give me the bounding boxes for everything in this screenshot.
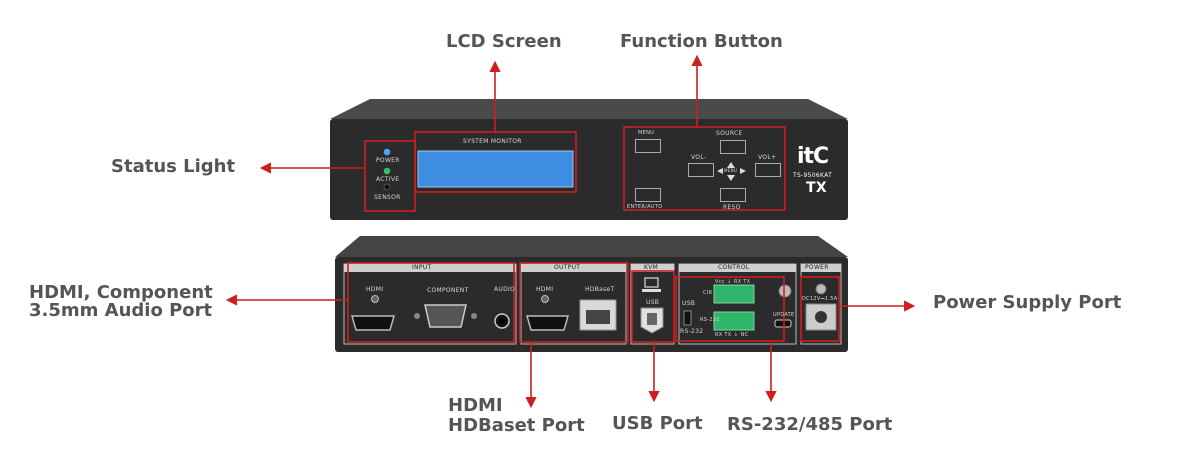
hdbaset-label: HDBaseT bbox=[585, 286, 615, 293]
control-header bbox=[679, 264, 796, 272]
input-section-label: INPUT bbox=[412, 264, 432, 271]
system-monitor-label: SYSTEM MONITOR bbox=[463, 138, 522, 145]
hdmi-input-label: HDMI bbox=[366, 286, 384, 293]
vol-plus-button bbox=[755, 163, 781, 177]
arrow-left-icon bbox=[717, 168, 723, 174]
hdmi-hdbaset-callout: HDMI HDBaset Port bbox=[448, 396, 585, 436]
input-port-highlight bbox=[347, 262, 515, 343]
enter-auto-label: ENTER/AUTO bbox=[627, 204, 663, 210]
control-section-label: CONTROL bbox=[718, 264, 750, 271]
reso-button-label: RESO bbox=[723, 204, 741, 211]
power-led bbox=[383, 148, 391, 156]
rs485-label: RS-232 bbox=[700, 317, 720, 323]
mode-switch bbox=[683, 310, 692, 326]
kvm-monitor-icon bbox=[644, 277, 659, 288]
power-ground-screw bbox=[815, 283, 827, 295]
kvm-usb-label: USB bbox=[646, 299, 660, 306]
hdmi-hdbaset-callout-line1: HDMI bbox=[448, 395, 503, 416]
reso-button bbox=[720, 188, 746, 202]
audio-jack-hole bbox=[499, 318, 505, 324]
dc-power-jack-hole bbox=[815, 311, 827, 323]
terminal-top-label: Vcc ⏚ RX TX bbox=[715, 279, 751, 285]
front-unit-face bbox=[330, 119, 848, 220]
enter-auto-button bbox=[635, 188, 661, 202]
brand-logo: itC bbox=[797, 144, 829, 169]
usb-b-port-socket bbox=[647, 313, 657, 325]
rear-unit-top bbox=[335, 236, 848, 257]
rs232-port-callout: RS-232/485 Port bbox=[727, 414, 893, 435]
audio-label: AUDIO bbox=[494, 286, 516, 293]
front-unit-top bbox=[330, 99, 848, 119]
status-light-callout: Status Light bbox=[111, 156, 236, 177]
rs232-terminal-block bbox=[713, 311, 755, 331]
front-unit bbox=[330, 99, 848, 220]
vol-plus-label: VOL+ bbox=[758, 154, 777, 161]
hdmi-component-callout: HDMI, Component 3.5mm Audio Port bbox=[29, 284, 213, 320]
input-header bbox=[344, 264, 516, 272]
usb-port-callout: USB Port bbox=[612, 413, 703, 434]
source-button-label: SOURCE bbox=[716, 130, 743, 137]
hdmi-input-port bbox=[351, 315, 395, 331]
hdmi-component-callout-line2: 3.5mm Audio Port bbox=[29, 300, 213, 321]
output-header bbox=[521, 264, 626, 272]
tx-label: TX bbox=[806, 180, 827, 196]
ir-label: CIR bbox=[703, 290, 713, 296]
active-led bbox=[383, 167, 391, 175]
update-label: UPDATE bbox=[773, 312, 795, 318]
power-highlight bbox=[800, 276, 840, 342]
hdmi-output-port bbox=[526, 315, 569, 331]
hdmi-output-label: HDMI bbox=[536, 286, 554, 293]
component-screw-left bbox=[414, 313, 420, 319]
arrow-up-icon bbox=[727, 162, 735, 168]
ir-terminal-block bbox=[713, 284, 755, 304]
kvm-header bbox=[631, 264, 674, 272]
ground-screw bbox=[778, 284, 792, 298]
vol-minus-button bbox=[688, 163, 714, 177]
ir-sensor bbox=[383, 183, 391, 191]
function-button-callout: Function Button bbox=[620, 31, 783, 52]
switch-rs232-label: RS-232 bbox=[680, 328, 704, 335]
vol-minus-label: VOL- bbox=[691, 154, 707, 161]
source-button bbox=[720, 140, 746, 154]
arrow-right-icon bbox=[740, 168, 746, 174]
terminal-bottom-label: RX TX ⏚ NC bbox=[715, 332, 749, 338]
hdbaset-highlight bbox=[519, 262, 629, 343]
switch-usb-label: USB bbox=[682, 300, 696, 307]
menu-button bbox=[635, 139, 661, 153]
sensor-label: SENSOR bbox=[374, 194, 401, 201]
rear-unit bbox=[335, 236, 848, 352]
menu-button-label: MENU bbox=[638, 130, 655, 136]
hdmi-output-led bbox=[541, 295, 549, 303]
component-port bbox=[424, 304, 467, 328]
kvm-section-label: KVM bbox=[644, 264, 659, 271]
dc-rating-label: DC12V⎓1.5A bbox=[802, 296, 838, 302]
hdmi-input-led bbox=[371, 295, 379, 303]
hdmi-hdbaset-callout-line2: HDBaset Port bbox=[448, 415, 585, 436]
component-label: COMPONENT bbox=[427, 287, 469, 294]
active-led-label: ACTIVE bbox=[376, 176, 400, 183]
status-light-highlight bbox=[364, 140, 416, 212]
rs232-highlight bbox=[675, 276, 785, 342]
power-led-label: POWER bbox=[376, 157, 400, 164]
hdbaset-port-socket bbox=[586, 310, 610, 324]
model-number: TS-9506KAT bbox=[793, 172, 833, 179]
component-screw-right bbox=[471, 313, 477, 319]
power-supply-callout: Power Supply Port bbox=[933, 292, 1122, 313]
function-button-highlight bbox=[623, 126, 786, 211]
lcd-display bbox=[417, 150, 574, 188]
menu-center-label: MENU bbox=[724, 168, 738, 173]
lcd-screen-callout: LCD Screen bbox=[446, 31, 562, 52]
power-section-label: POWER bbox=[805, 264, 829, 271]
annotation-arrows bbox=[225, 54, 916, 409]
power-header bbox=[801, 264, 841, 272]
hdmi-component-callout-line1: HDMI, Component bbox=[29, 282, 213, 303]
arrow-down-icon bbox=[727, 175, 735, 181]
kvm-keyboard-icon bbox=[642, 289, 661, 292]
usb-highlight bbox=[631, 270, 675, 343]
update-port bbox=[774, 319, 792, 328]
output-section-label: OUTPUT bbox=[554, 264, 581, 271]
